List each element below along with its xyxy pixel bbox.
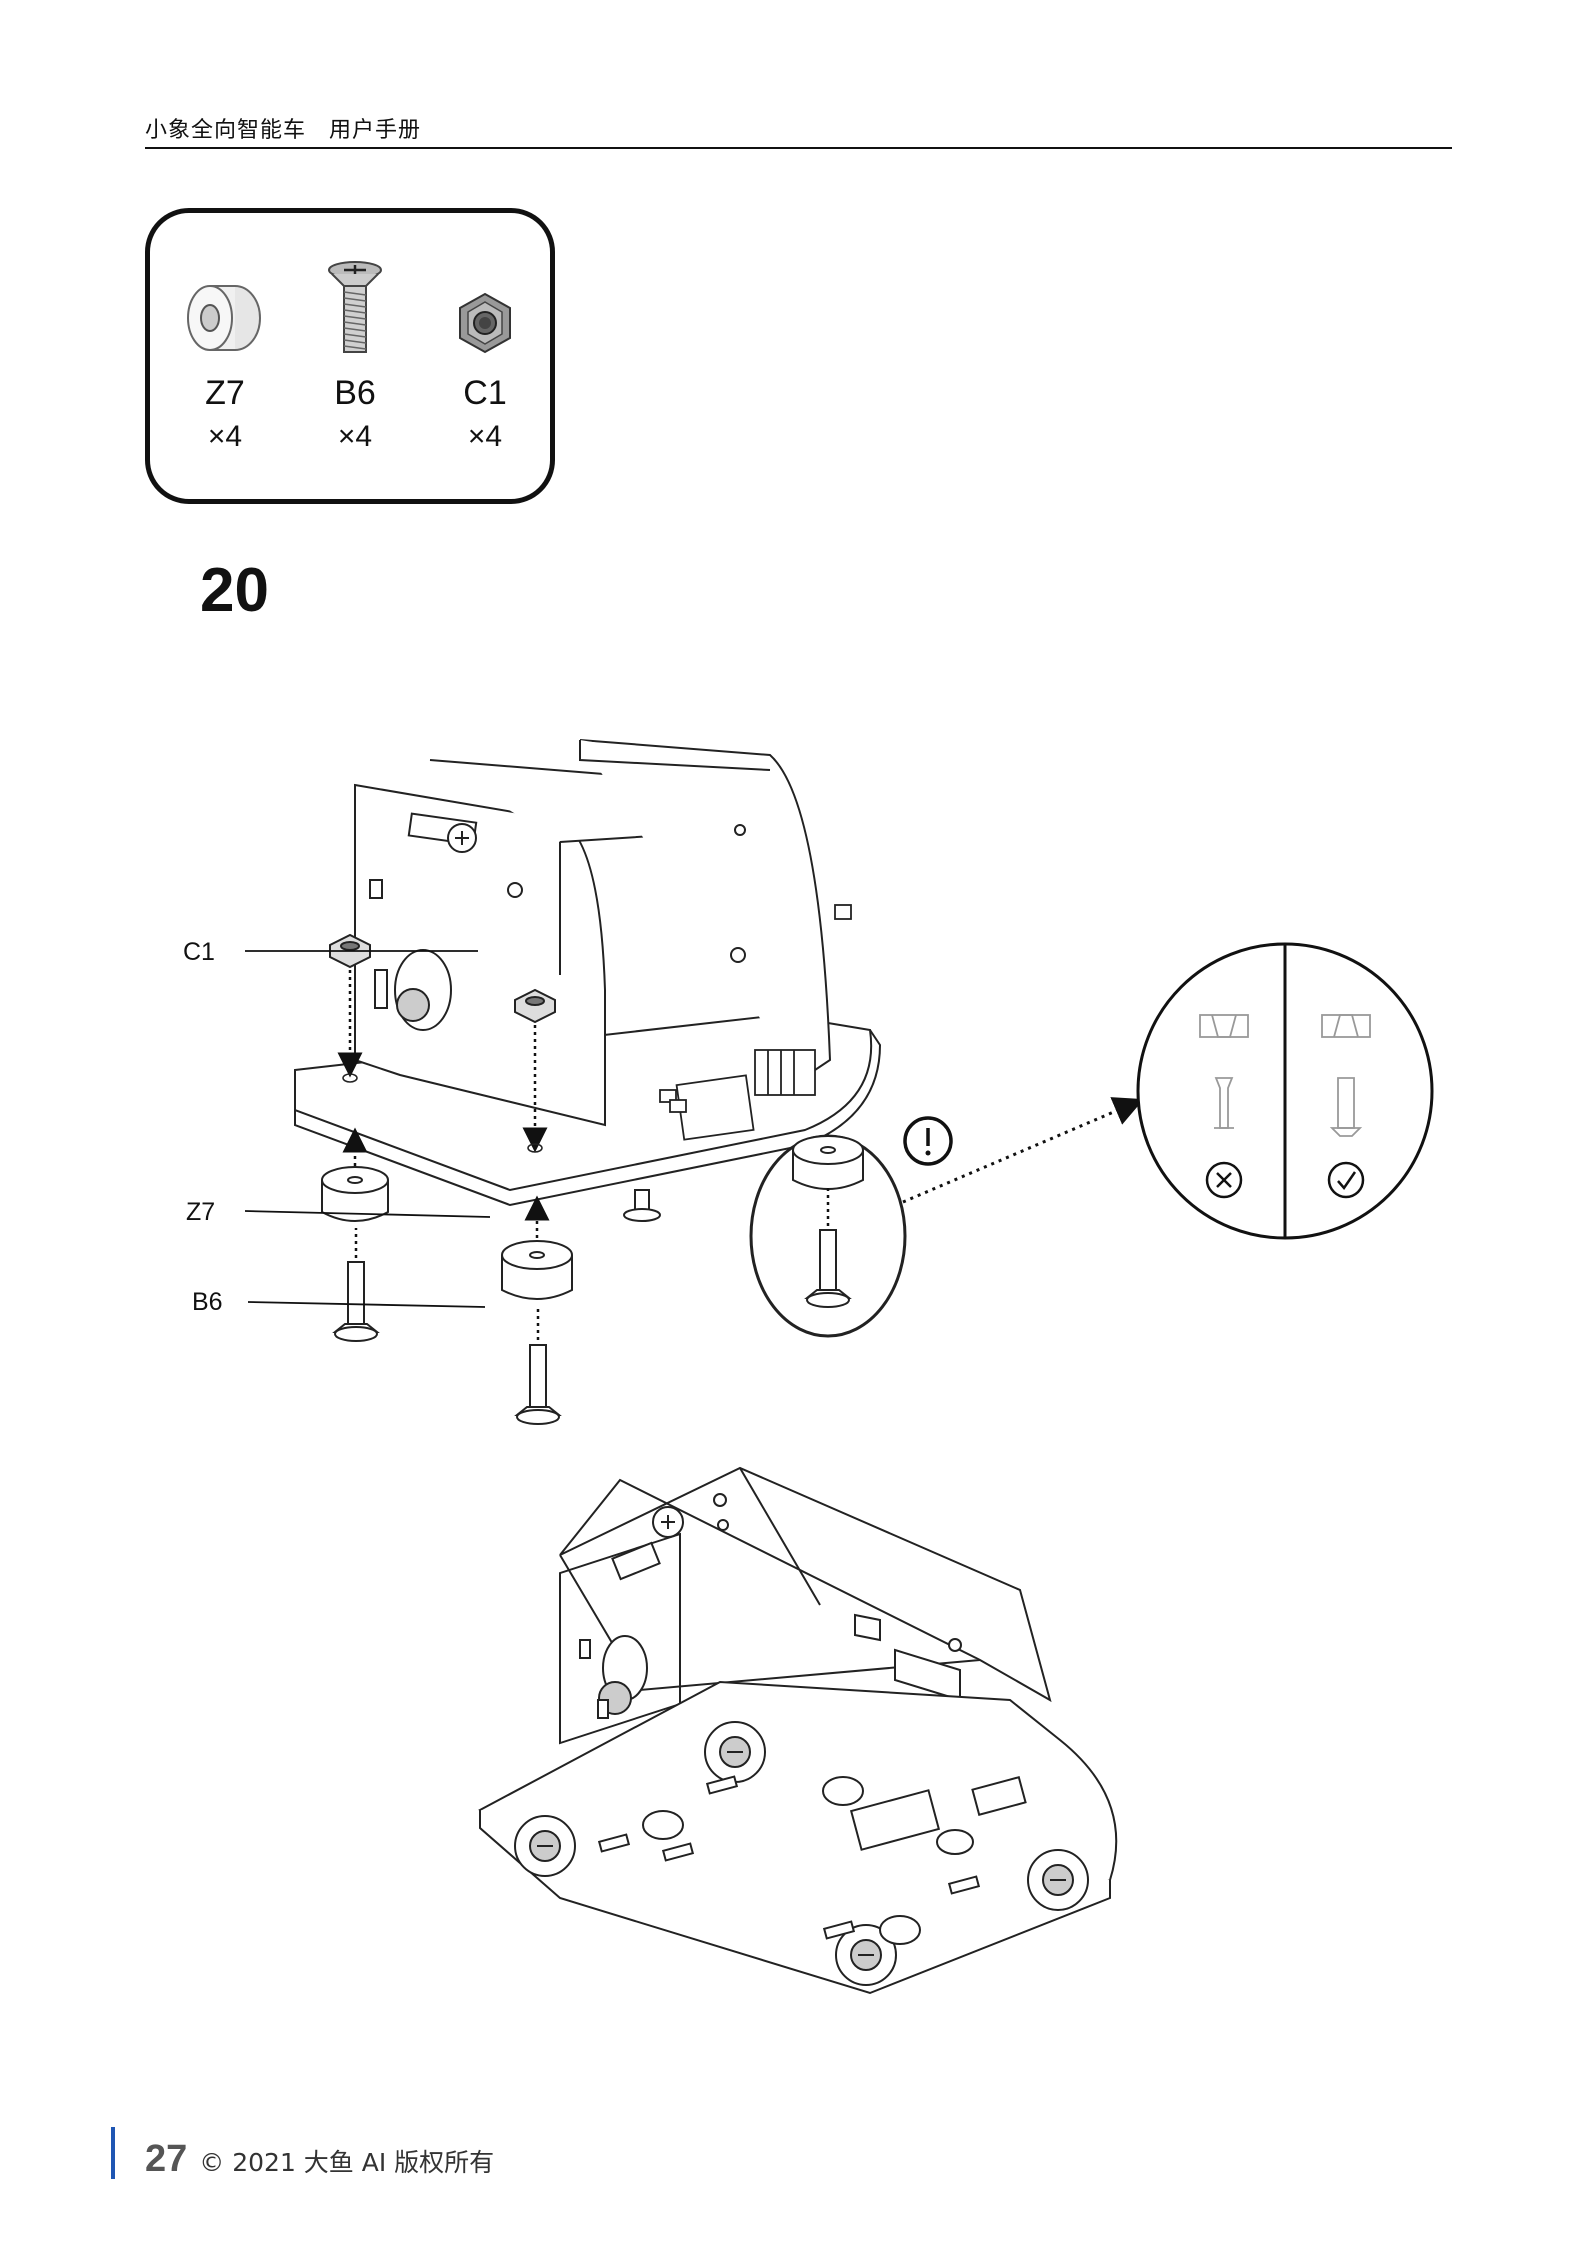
wrong-mounting-example (1199, 1014, 1249, 1129)
countersink-detail-circle (1136, 942, 1434, 1240)
screw-b6-left (332, 1261, 380, 1342)
correct-mounting-example (1321, 1014, 1371, 1137)
underside-assembly (559, 1466, 1052, 1745)
warning-icon (903, 1116, 953, 1166)
callout-label-c1: C1 (183, 938, 215, 966)
header-divider (145, 147, 1452, 149)
check-circle-icon (1327, 1161, 1365, 1199)
part-code: C1 (463, 374, 507, 412)
copyright-notice: © 2021 大鱼 AI 版权所有 (199, 2148, 495, 2177)
screw-b6-back (623, 1189, 661, 1222)
board-connectors (659, 904, 852, 1141)
screw-icon (300, 261, 410, 358)
nut-c1-right (514, 988, 556, 1024)
cross-circle-icon (1205, 1161, 1243, 1199)
underside-plate (478, 1680, 1118, 1995)
hex-nut-icon (430, 268, 540, 358)
callout-label-b6: B6 (192, 1288, 223, 1316)
page-number: 27 (145, 2138, 188, 2180)
part-b6: B6 ×4 (300, 261, 410, 453)
part-c1: C1 ×4 (430, 268, 540, 452)
part-quantity: ×4 (337, 420, 373, 453)
detail-highlight (749, 1134, 907, 1338)
part-z7: Z7 ×4 (170, 268, 280, 452)
leader-lines (244, 950, 491, 1308)
step-number: 20 (200, 556, 269, 625)
manual-title: 小象全向智能车 用户手册 (145, 118, 422, 143)
spacer-z7-middle (501, 1240, 573, 1300)
footer-accent-bar (111, 2127, 115, 2179)
spacer-icon (170, 268, 280, 358)
page-footer: 27 © 2021 大鱼 AI 版权所有 (145, 2138, 494, 2181)
callout-label-z7: Z7 (186, 1198, 216, 1226)
part-quantity: ×4 (207, 420, 243, 453)
part-quantity: ×4 (467, 420, 503, 453)
screw-b6-middle (514, 1344, 562, 1425)
parts-list-box: Z7 ×4 B6 ×4 (145, 208, 555, 504)
part-code: Z7 (205, 374, 245, 412)
part-code: B6 (334, 374, 376, 412)
motor-frame (354, 739, 832, 1127)
